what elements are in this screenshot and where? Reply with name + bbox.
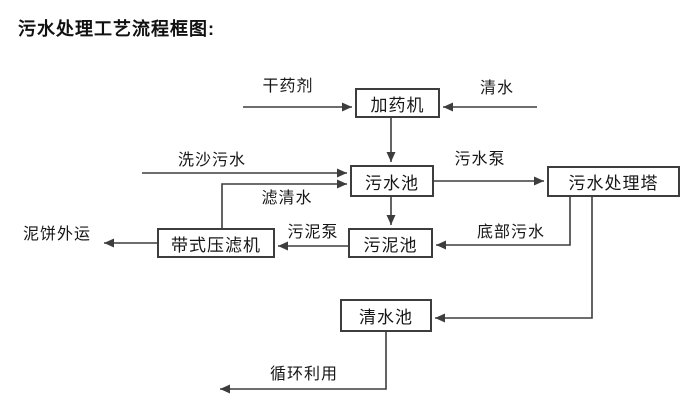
- node-sludge-pool: 污泥池: [348, 228, 433, 258]
- edge-label-clear-water: 清水: [479, 80, 515, 97]
- edge-label-sewage-pump: 污水泵: [454, 151, 506, 168]
- edge-label-bottom-sewage: 底部污水: [476, 224, 546, 241]
- edge-label-dry-agent: 干药剂: [262, 78, 314, 95]
- edge-tower-to-clear-pool: [435, 197, 593, 323]
- edge-press-filtered-to-sewage: [221, 179, 347, 228]
- node-clear-water-pool: 清水池: [340, 299, 432, 332]
- edge-label-mud-cake-out: 泥饼外运: [22, 226, 92, 243]
- edge-label-filtered-water: 滤清水: [261, 190, 313, 207]
- page-title: 污水处理工艺流程框图:: [18, 19, 215, 39]
- node-sewage-pool: 污水池: [350, 165, 434, 197]
- edge-label-sand-wash: 洗沙污水: [177, 152, 247, 169]
- node-treatment-tower: 污水处理塔: [547, 166, 680, 197]
- edge-tower-bottom-to-sludge: [436, 197, 571, 250]
- edge-label-sludge-pump: 污泥泵: [287, 224, 339, 241]
- edge-clear-pool-to-recycle: [220, 332, 387, 394]
- edge-label-recycle-use: 循环利用: [269, 366, 339, 383]
- node-dosing-machine: 加药机: [355, 88, 440, 118]
- node-belt-filter-press: 带式压滤机: [157, 228, 275, 258]
